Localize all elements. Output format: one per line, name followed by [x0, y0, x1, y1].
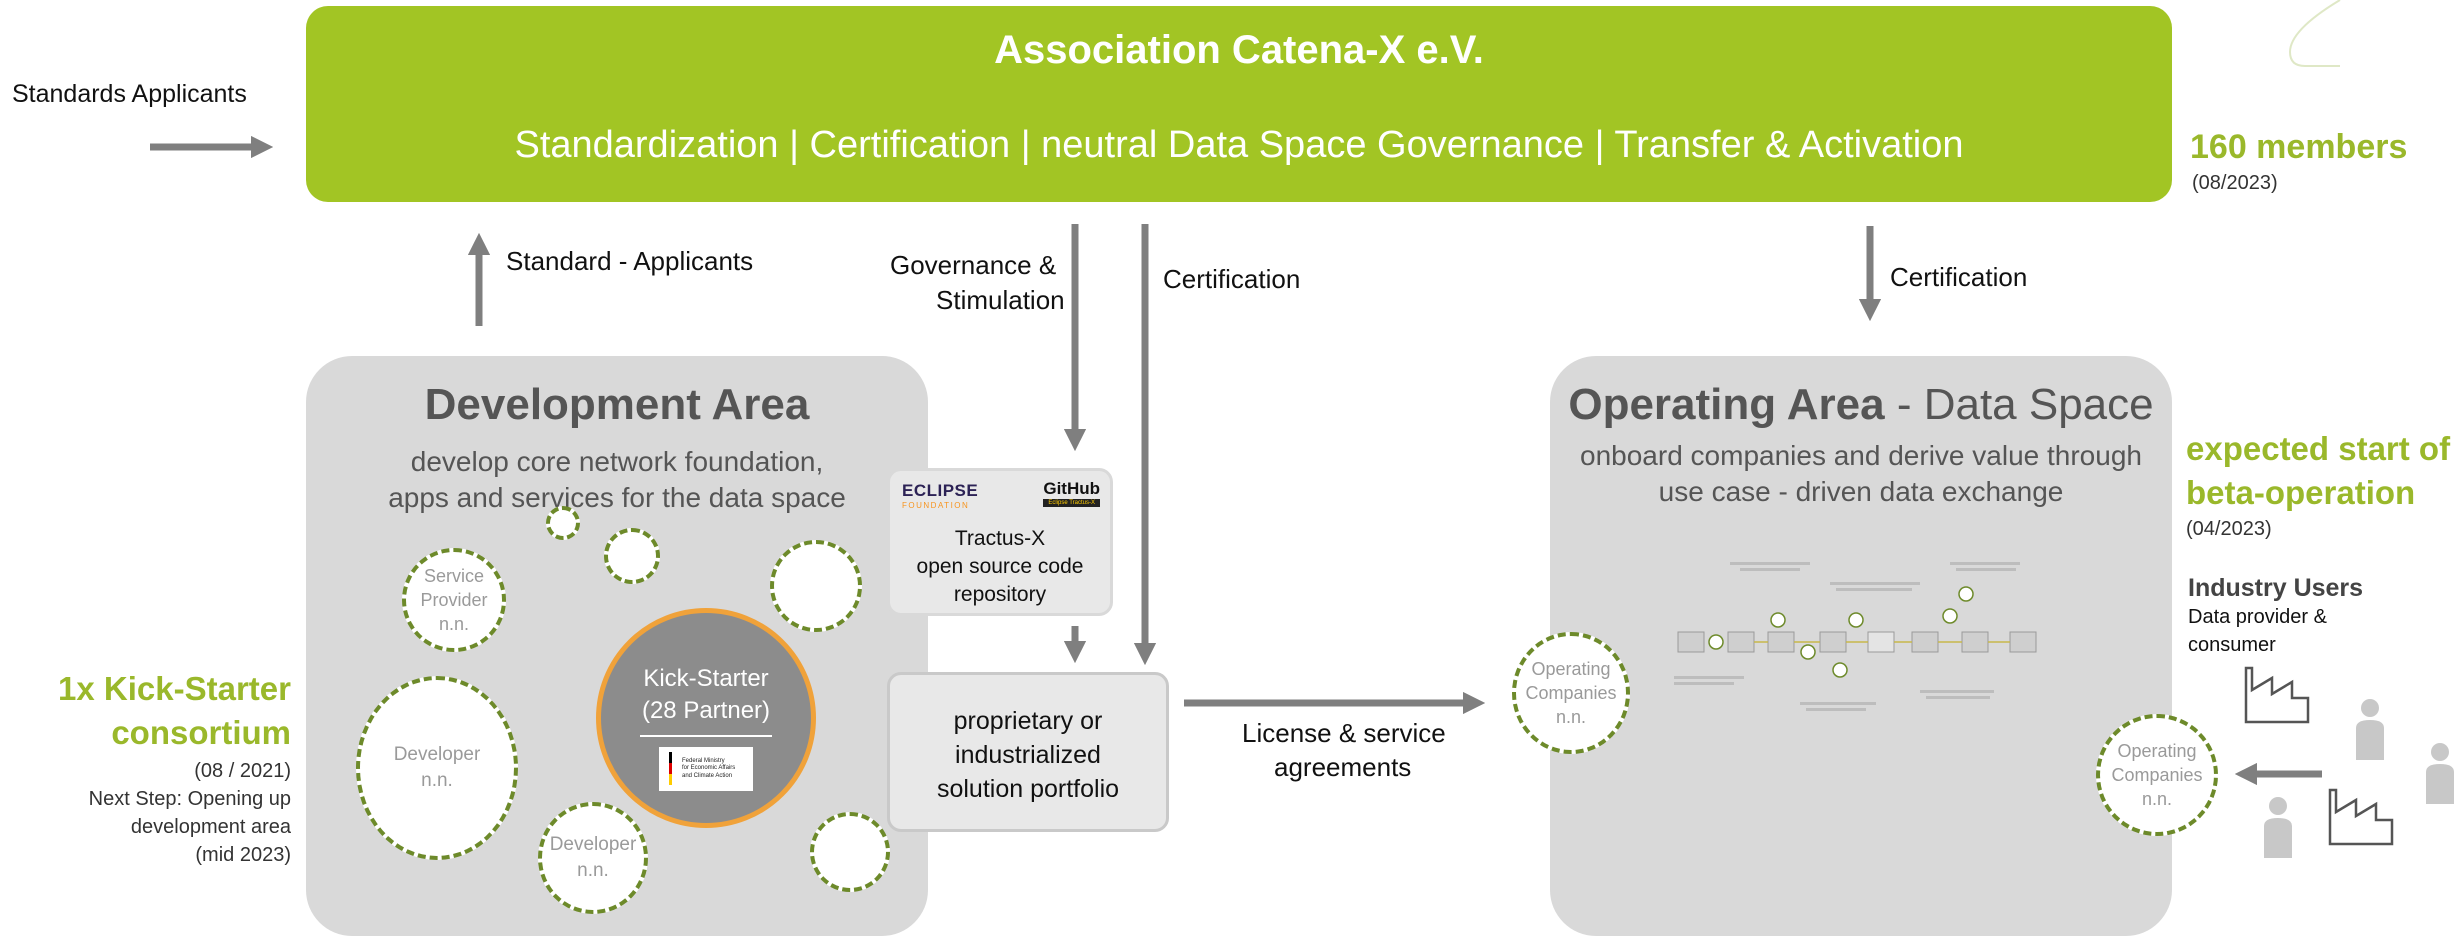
factory-icon-bottom [2328, 788, 2394, 846]
kick-starter-line2: (28 Partner) [641, 697, 771, 724]
circle-empty-right-top [770, 540, 862, 632]
governance-label-line2: Stimulation [936, 285, 1065, 315]
decorative-corner-outline [2288, 0, 2341, 67]
developer-small-line2: n.n. [577, 860, 609, 881]
github-logo: GitHub Eclipse Tractus-X [1043, 479, 1100, 507]
circle-operating-companies-right: Operating Companies n.n. [2096, 714, 2218, 836]
circle-operating-companies-left: Operating Companies n.n. [1512, 632, 1630, 754]
tractus-line3: repository [953, 583, 1047, 606]
kick-starter-divider [640, 735, 772, 737]
eclipse-logo: ECLIPSE FOUNDATION [902, 481, 979, 510]
standards-applicants-label: Standards Applicants [12, 80, 247, 108]
service-provider-line2: Provider [420, 589, 488, 610]
op-companies-right-line3: n.n. [2141, 789, 2172, 810]
operating-area-subtitle-2: use case - driven data exchange [1658, 476, 2064, 507]
circle-developer-large: Developer n.n. [356, 676, 518, 860]
german-eagle-icon [663, 752, 677, 786]
industry-users-line1: Data provider & [2188, 606, 2327, 628]
consortium-date: (08 / 2021) [194, 760, 291, 782]
person-icon-3 [2264, 797, 2292, 858]
operating-area: Operating Area - Data Space onboard comp… [1550, 356, 2172, 936]
beta-line2: beta-operation [2186, 474, 2416, 511]
license-label-line2: agreements [1274, 752, 1412, 782]
operating-area-subtitle-1: onboard companies and derive value throu… [1580, 440, 2142, 471]
circle-small-2 [604, 528, 660, 584]
certification-mid-label: Certification [1163, 264, 1301, 294]
portfolio-box: proprietary or industrialized solution p… [887, 672, 1169, 832]
kick-starter-line1: Kick-Starter [643, 665, 769, 692]
members-date: (08/2023) [2192, 172, 2278, 194]
operating-area-title-rest: - Data Space [1884, 380, 2154, 429]
tractus-x-box: ECLIPSE FOUNDATION GitHub Eclipse Tractu… [887, 468, 1113, 616]
op-companies-left-line1: Operating [1531, 658, 1611, 679]
industry-users-title: Industry Users [2188, 574, 2364, 602]
industry-users-line2: consumer [2188, 634, 2276, 656]
governance-label-line1: Governance & [890, 250, 1057, 280]
consortium-next-2: development area [130, 816, 291, 838]
consortium-next-1: Next Step: Opening up [88, 788, 291, 810]
members-count: 160 members [2190, 128, 2408, 166]
op-companies-right-line1: Operating [2117, 740, 2197, 761]
factory-icon-top [2244, 666, 2310, 724]
circle-developer-small: Developer n.n. [538, 802, 648, 914]
service-provider-line3: n.n. [438, 614, 470, 635]
circle-empty-right-bottom [810, 812, 890, 892]
supply-chain-graphic [1674, 562, 2037, 711]
ministry-line1: Federal Ministry [682, 758, 725, 765]
development-area-title: Development Area [424, 380, 810, 429]
person-icon-1 [2356, 699, 2384, 760]
development-area-subtitle-2: apps and services for the data space [388, 482, 846, 513]
circle-service-provider: Service Provider n.n. [402, 548, 506, 652]
development-area-subtitle-1: develop core network foundation, [410, 446, 824, 477]
circle-small-1 [546, 506, 580, 540]
license-label-line1: License & service [1242, 718, 1446, 748]
developer-small-line1: Developer [549, 834, 637, 856]
association-title: Association Catena-X e.V. [994, 28, 1484, 72]
operating-area-title: Operating Area - Data Space [1550, 380, 2172, 430]
op-companies-left-line2: Companies [1525, 682, 1617, 703]
consortium-next-3: (mid 2023) [195, 844, 291, 866]
beta-date: (04/2023) [2186, 518, 2272, 540]
tractus-line2: open source code [916, 555, 1084, 578]
certification-right-label: Certification [1890, 262, 2028, 292]
association-functions: Standardization | Certification | neutra… [514, 124, 1964, 166]
ministry-line3: and Climate Action [682, 772, 733, 779]
person-icon-2 [2426, 743, 2454, 804]
tractus-line1: Tractus-X [954, 527, 1046, 550]
portfolio-line2: industrialized [955, 741, 1101, 769]
developer-large-line1: Developer [393, 744, 481, 766]
standard-applicants-arrow-label: Standard - Applicants [506, 246, 754, 276]
op-companies-right-line2: Companies [2111, 764, 2203, 785]
ministry-logo: Federal Ministry for Economic Affairs an… [659, 747, 753, 791]
consortium-line2: consortium [111, 714, 291, 751]
portfolio-line3: solution portfolio [936, 775, 1120, 803]
portfolio-line1: proprietary or [953, 707, 1103, 735]
service-provider-line1: Service [423, 565, 485, 586]
ministry-line2: for Economic Affairs [682, 765, 736, 772]
operating-area-title-bold: Operating Area [1568, 380, 1885, 429]
op-companies-left-line3: n.n. [1555, 707, 1586, 728]
association-bar: Association Catena-X e.V. Standardizatio… [306, 6, 2172, 202]
beta-line1: expected start of [2186, 430, 2451, 467]
kick-starter-circle: Kick-Starter (28 Partner) Federal Minist… [596, 608, 816, 828]
developer-large-line2: n.n. [421, 770, 453, 791]
consortium-line1: 1x Kick-Starter [58, 670, 291, 707]
